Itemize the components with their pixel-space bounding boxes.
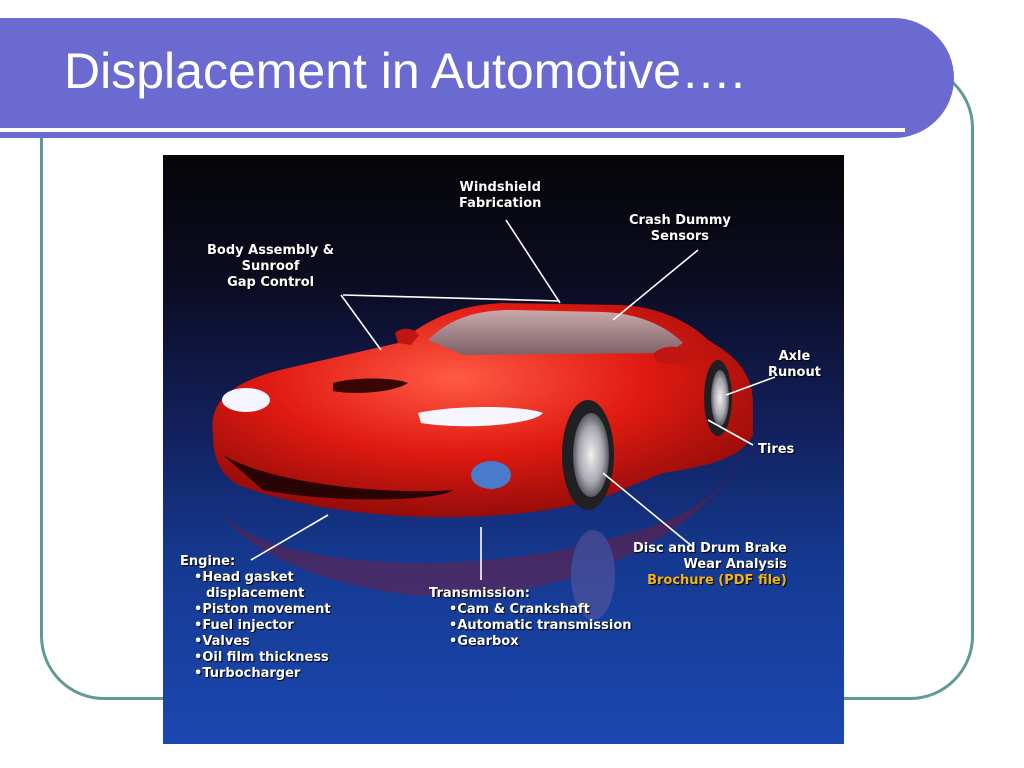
transmission-item: Automatic transmission	[449, 618, 631, 634]
fog-light	[471, 461, 511, 489]
engine-item: Head gasket	[194, 570, 331, 586]
front-wheel	[562, 400, 614, 510]
engine-item: Turbocharger	[194, 666, 331, 682]
left-headlight	[222, 388, 270, 412]
engine-item: Fuel injector	[194, 618, 331, 634]
engine-item: Valves	[194, 634, 331, 650]
label-transmission: Transmission: Cam & Crankshaft Automatic…	[429, 586, 632, 650]
engine-item: Piston movement	[194, 602, 330, 618]
side-mirror	[653, 346, 695, 365]
label-body-assembly: Body Assembly & Sunroof Gap Control	[207, 243, 335, 290]
hood-scoop	[333, 378, 408, 393]
label-engine: Engine: Head gasket displacement Piston …	[180, 554, 331, 682]
engine-item-continuation: displacement	[206, 586, 305, 601]
car-body	[212, 303, 753, 518]
car-reflection	[223, 455, 743, 620]
leader-lines	[250, 219, 776, 580]
label-axle-runout: Axle Runout	[768, 349, 821, 380]
front-grille	[223, 455, 453, 500]
brochure-link[interactable]: Brochure (PDF file)	[647, 573, 787, 588]
label-crash-dummy: Crash Dummy Sensors	[629, 213, 731, 244]
slide-title: Displacement in Automotive….	[64, 43, 745, 99]
rear-wheel	[704, 360, 732, 436]
transmission-item: Cam & Crankshaft	[449, 602, 632, 618]
car-illustration	[212, 219, 776, 620]
car-figure: Windshield Fabrication Crash Dummy Senso…	[163, 155, 844, 744]
transmission-item: Gearbox	[449, 634, 632, 650]
label-windshield: Windshield Fabrication	[459, 180, 542, 211]
engine-item: Oil film thickness	[194, 650, 331, 666]
left-mirror	[395, 328, 419, 345]
label-tires: Tires	[758, 442, 795, 457]
label-brake: Disc and Drum Brake Wear Analysis Brochu…	[633, 541, 787, 588]
right-headlight	[418, 407, 543, 427]
windshield-glass	[428, 310, 683, 355]
title-bar	[0, 18, 954, 138]
title-underline	[0, 128, 905, 132]
